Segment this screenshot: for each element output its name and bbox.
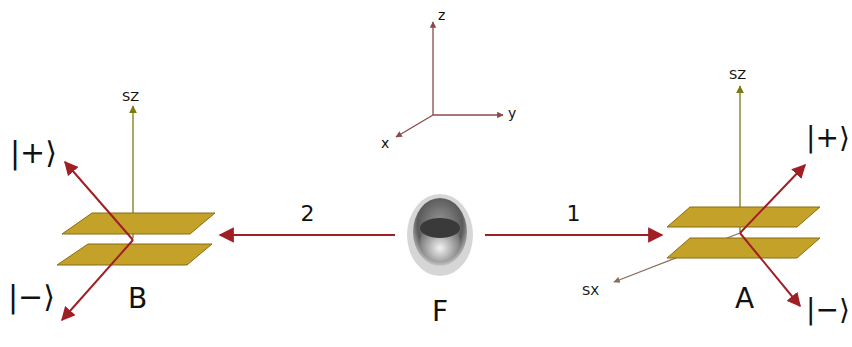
- node-label: B: [128, 285, 147, 313]
- spin-axis-label: SX: [582, 284, 599, 297]
- spin-state: |−⟩: [8, 282, 55, 312]
- node-label: F: [432, 298, 448, 326]
- spin-axis-label: SZ: [122, 90, 139, 103]
- particle-beam: [220, 234, 395, 236]
- axis-label: y: [508, 106, 516, 120]
- particle-beam: [485, 234, 662, 236]
- beam-number: 2: [299, 203, 317, 225]
- magnet-b: [57, 106, 215, 320]
- magnet: A: [662, 200, 827, 317]
- axis-label: z: [438, 8, 445, 22]
- spin-state: |+⟩: [806, 124, 850, 152]
- magnet-a: [614, 86, 820, 306]
- axis-label: x: [381, 136, 389, 150]
- axes: [396, 22, 503, 137]
- beam-number: 1: [565, 203, 583, 225]
- spin-axis-label: SZ: [729, 68, 746, 81]
- source: F: [395, 190, 485, 330]
- spin-state: |+⟩: [10, 138, 57, 168]
- source-emitter: [395, 190, 485, 280]
- node-label: A: [735, 285, 754, 313]
- magnet: B: [55, 205, 220, 317]
- spin-state: |−⟩: [806, 296, 850, 324]
